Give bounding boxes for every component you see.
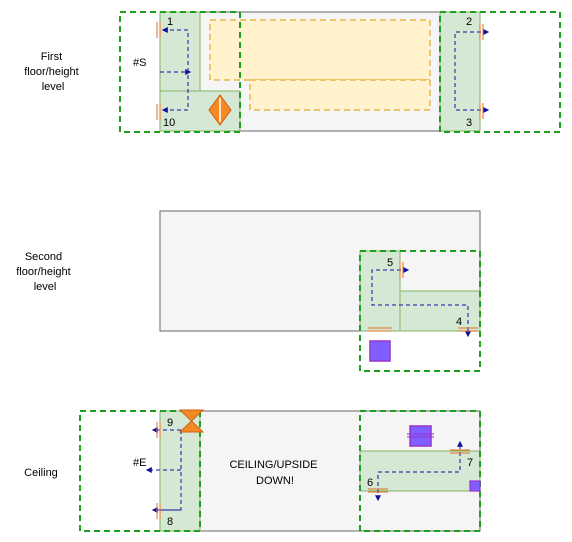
region-border-ceiling-left [79, 410, 201, 532]
point-8-label: 8 [167, 516, 173, 528]
point-7-label: 7 [467, 457, 473, 469]
door-marks-second [368, 262, 478, 332]
ceiling-note: CEILING/UPSIDE DOWN! [229, 459, 320, 487]
point-3-label: 3 [466, 117, 472, 129]
path-ceiling-right [375, 440, 463, 502]
zone-right-vertical [439, 11, 481, 132]
start-marker-label: #S [133, 57, 146, 69]
zone-second-vertical [359, 250, 401, 332]
door-marks-ceiling [156, 422, 470, 519]
yellow-area-upper [209, 19, 431, 81]
first-floor-section: First floor/height level 1 10 2 3 #S [24, 11, 561, 133]
path-loop-right [454, 29, 490, 113]
ceiling-section: Ceiling CEILING/UPSIDE DOWN! 9 8 6 7 [24, 409, 481, 532]
purple-square-marker [369, 340, 391, 362]
region-border-ceiling-right [359, 410, 481, 532]
point-6-label: 6 [367, 477, 373, 489]
region-border-second [359, 250, 481, 372]
purple-square-upper [409, 425, 432, 447]
point-10-label: 10 [163, 117, 175, 129]
point-2-label: 2 [466, 16, 472, 28]
second-floor-section: Second floor/height level 5 4 [16, 210, 481, 372]
region-border-left [119, 11, 241, 133]
end-marker-label: #E [133, 457, 146, 469]
zone-second-horizontal [399, 290, 481, 332]
second-floor-label: Second floor/height level [16, 251, 74, 293]
purple-square-small [469, 480, 481, 492]
region-border-right [439, 11, 561, 133]
first-floor-label: First floor/height level [24, 51, 82, 93]
point-9-label: 9 [167, 417, 173, 429]
yellow-area-lower [249, 79, 431, 111]
orange-hourglass-marker [178, 409, 205, 433]
point-4-label: 4 [456, 316, 462, 328]
path-second [371, 267, 471, 338]
door-marks-first [156, 22, 484, 120]
ceiling-label: Ceiling [24, 467, 58, 479]
point-5-label: 5 [387, 257, 393, 269]
point-1-label: 1 [167, 16, 173, 28]
